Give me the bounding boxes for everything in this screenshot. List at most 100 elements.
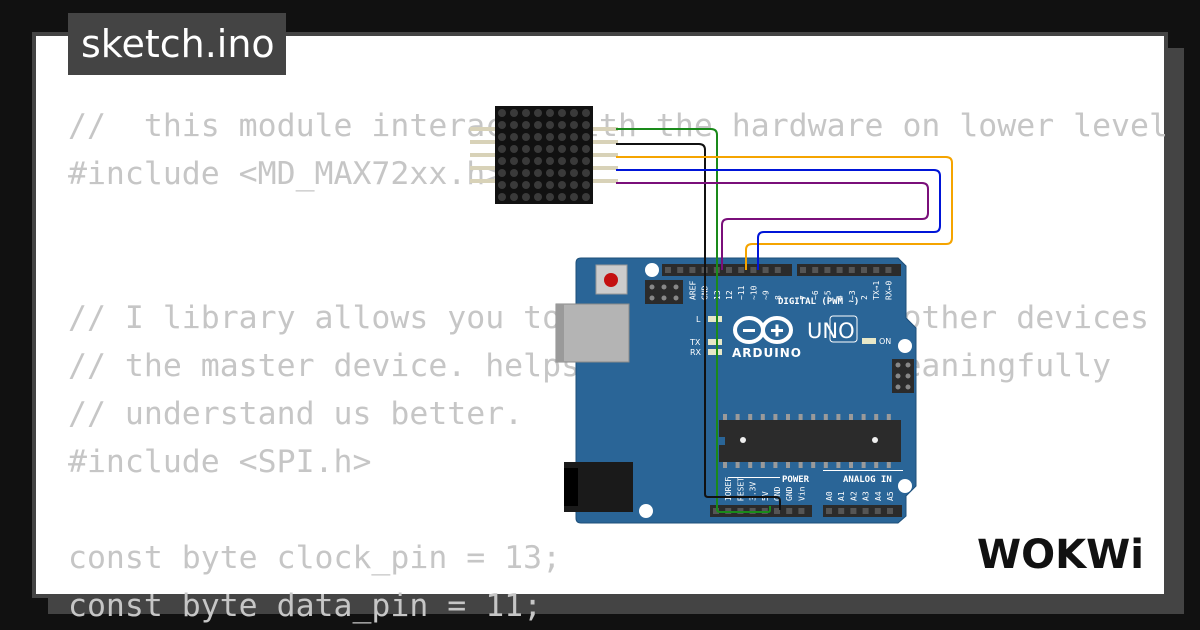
mounting-hole	[898, 479, 912, 493]
power-pin-label: 3.3V	[749, 482, 758, 501]
matrix-led-dot	[534, 181, 542, 189]
matrix-led-dot	[522, 193, 530, 201]
wire-cs	[616, 169, 941, 270]
matrix-led-dot	[558, 157, 566, 165]
digital-pin-label: RX←0	[884, 281, 893, 300]
matrix-led-dot	[510, 121, 518, 129]
power-jack	[564, 462, 633, 512]
digital-pin-label: ~10	[749, 285, 758, 300]
matrix-led-dot	[498, 169, 506, 177]
matrix-led-dot	[510, 157, 518, 165]
matrix-led-dot	[522, 145, 530, 153]
matrix-led-dot	[582, 193, 590, 201]
matrix-led-dot	[582, 181, 590, 189]
analog-pin-label: A2	[849, 491, 858, 501]
digital-header-label: DIGITAL (PWM ~)	[778, 297, 859, 307]
wires	[616, 128, 953, 513]
matrix-led-dot	[510, 169, 518, 177]
digital-pin-label: TX→1	[872, 281, 881, 300]
matrix-led-dot	[582, 133, 590, 141]
matrix-led-dot	[570, 145, 578, 153]
analog-pin-label: A1	[837, 491, 846, 501]
matrix-led-dot	[498, 145, 506, 153]
digital-pin-label: ~6	[811, 290, 820, 300]
analog-pin-label: A4	[874, 491, 883, 501]
matrix-led-dot	[522, 133, 530, 141]
led-label-on: ON	[879, 337, 891, 346]
matrix-led-dot	[510, 133, 518, 141]
matrix-header-pins	[470, 127, 618, 183]
matrix-led-dot	[534, 157, 542, 165]
matrix-led-dot	[570, 181, 578, 189]
uno-badge	[829, 315, 858, 343]
analog-pin-label: A0	[825, 491, 834, 501]
file-tab-label: sketch.ino	[81, 22, 275, 66]
matrix-led-dot	[546, 157, 554, 165]
mounting-hole	[898, 339, 912, 353]
matrix-led-dot	[534, 193, 542, 201]
digital-pin-label: ~5	[823, 290, 832, 300]
arduino-logo-icon	[733, 316, 793, 344]
wire-vcc	[616, 128, 771, 513]
matrix-led-dot	[510, 193, 518, 201]
led-matrix-module[interactable]	[470, 106, 618, 204]
mounting-hole	[639, 504, 653, 518]
matrix-dots	[498, 109, 590, 201]
led-label-l: L	[696, 315, 701, 324]
matrix-led-dot	[546, 133, 554, 141]
matrix-led-dot	[582, 109, 590, 117]
matrix-led-dot	[558, 121, 566, 129]
status-leds: L TX RX ON	[689, 315, 891, 357]
code-line: // this module interacts with the hardwa…	[68, 108, 1168, 144]
usb-connector	[555, 303, 630, 363]
digital-pin-label: 12	[725, 290, 734, 300]
file-tab[interactable]: sketch.ino	[68, 13, 286, 75]
matrix-led-dot	[522, 121, 530, 129]
microcontroller-chip	[719, 414, 901, 468]
digital-pin-label: ~11	[737, 285, 746, 300]
matrix-led-dot	[522, 181, 530, 189]
matrix-led-dot	[558, 109, 566, 117]
digital-pin-label: ~9	[762, 290, 771, 300]
matrix-led-dot	[570, 109, 578, 117]
digital-pin-label: 4	[836, 295, 845, 300]
matrix-led-dot	[498, 109, 506, 117]
board-brand: ARDUINO	[732, 346, 802, 360]
icsp-header-top	[645, 280, 683, 304]
reset-button[interactable]	[595, 264, 628, 295]
icsp-header-right	[892, 359, 914, 393]
power-header-label: POWER	[782, 475, 810, 485]
analog-pin-label: A3	[862, 491, 871, 501]
matrix-led-dot	[570, 133, 578, 141]
matrix-led-dot	[558, 145, 566, 153]
matrix-led-dot	[558, 181, 566, 189]
matrix-led-dot	[498, 133, 506, 141]
code-line: #include <SPI.h>	[68, 444, 372, 480]
matrix-led-dot	[570, 121, 578, 129]
matrix-led-dot	[558, 193, 566, 201]
power-pin-label: GND	[785, 486, 794, 501]
matrix-led-dot	[522, 169, 530, 177]
matrix-led-dot	[546, 109, 554, 117]
led-label-rx: RX	[690, 348, 702, 357]
matrix-led-dot	[534, 145, 542, 153]
matrix-led-dot	[570, 193, 578, 201]
matrix-led-dot	[570, 169, 578, 177]
digital-header	[662, 264, 901, 276]
power-pin-label: IOREF	[724, 477, 733, 501]
matrix-body	[495, 106, 593, 204]
matrix-led-dot	[522, 157, 530, 165]
matrix-led-dot	[546, 181, 554, 189]
matrix-led-dot	[582, 145, 590, 153]
matrix-led-dot	[570, 157, 578, 165]
digital-pin-label: ~3	[848, 290, 857, 300]
matrix-led-dot	[582, 169, 590, 177]
wire-clk	[616, 182, 929, 270]
matrix-led-dot	[498, 157, 506, 165]
matrix-led-dot	[498, 181, 506, 189]
board-model: UNO	[807, 319, 855, 343]
matrix-led-dot	[546, 169, 554, 177]
matrix-led-dot	[558, 169, 566, 177]
analog-header-label: ANALOG IN	[843, 475, 892, 485]
